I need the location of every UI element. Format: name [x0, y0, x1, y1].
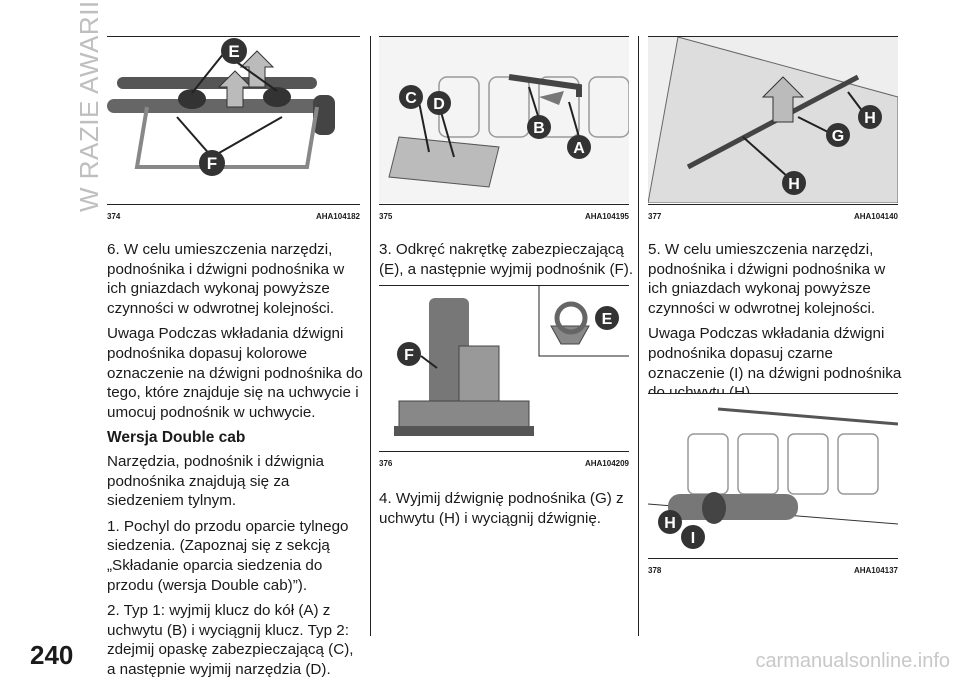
callout-e — [221, 38, 247, 64]
callout-h-label: H — [664, 515, 676, 532]
page-number: 240 — [30, 640, 74, 670]
column-1-text: 6. W celu umieszczenia narzędzi, podnośn… — [107, 240, 365, 685]
figure-377: H G H — [648, 37, 898, 203]
callout-h-label: H — [864, 110, 876, 127]
figure-rule — [379, 204, 629, 205]
paragraph: Uwaga Podczas wkładania dźwigni podnośni… — [107, 325, 363, 421]
column-divider — [370, 36, 371, 636]
column-divider — [638, 36, 639, 636]
paragraph: Narzędzia, podnośnik i dźwignia podnośni… — [107, 452, 324, 510]
callout-a-label: A — [573, 140, 585, 157]
paragraph: 1. Pochyl do przodu oparcie tylnego sied… — [107, 517, 349, 594]
callout-c-label: C — [405, 90, 417, 107]
callout-f — [199, 150, 225, 176]
callout-i-label: I — [691, 530, 695, 547]
figure-rule — [107, 204, 360, 205]
section-title: W RAZIE AWARII — [74, 0, 104, 212]
column-3-text: 5. W celu umieszczenia narzędzi, podnośn… — [648, 240, 903, 409]
column-2-text-a: 3. Odkręć nakrętkę zabezpieczającą (E), … — [379, 240, 634, 285]
watermark: carmanualsonline.info — [755, 650, 950, 672]
figure-rule — [379, 36, 629, 37]
callout-g-label: G — [832, 128, 844, 145]
figure-rule — [648, 204, 898, 205]
figure-rule — [379, 451, 629, 452]
figure-rule — [107, 36, 360, 37]
callout-e-label: E — [602, 311, 613, 328]
figure-rule — [648, 393, 898, 394]
figure-rule — [379, 285, 629, 286]
paragraph: 5. W celu umieszczenia narzędzi, podnośn… — [648, 241, 886, 317]
figure-375: C D B A — [379, 37, 629, 203]
column-2-text-b: 4. Wyjmij dźwignię podnośnika (G) z uchw… — [379, 489, 634, 534]
paragraph: 4. Wyjmij dźwignię podnośnika (G) z uchw… — [379, 490, 624, 527]
figure-rule — [648, 558, 898, 559]
section-heading: Wersja Double cab — [107, 429, 246, 447]
paragraph: 6. W celu umieszczenia narzędzi, podnośn… — [107, 241, 345, 317]
figure-376: F E — [379, 286, 629, 450]
paragraph: 2. Typ 1: wyjmij klucz do kół (A) z uchw… — [107, 602, 354, 678]
figure-374: E F — [107, 37, 360, 203]
callout-f-label: F — [404, 347, 414, 364]
callout-f-label: F — [207, 154, 217, 173]
callout-h2-label: H — [788, 176, 800, 193]
callout-e-label: E — [228, 42, 239, 61]
paragraph: Uwaga Podczas wkładania dźwigni podnośni… — [648, 325, 902, 401]
figure-378: H I — [648, 394, 898, 558]
callout-b-label: B — [533, 120, 545, 137]
callout-d-label: D — [433, 96, 445, 113]
figure-rule — [648, 36, 898, 37]
paragraph: 3. Odkręć nakrętkę zabezpieczającą (E), … — [379, 241, 634, 278]
